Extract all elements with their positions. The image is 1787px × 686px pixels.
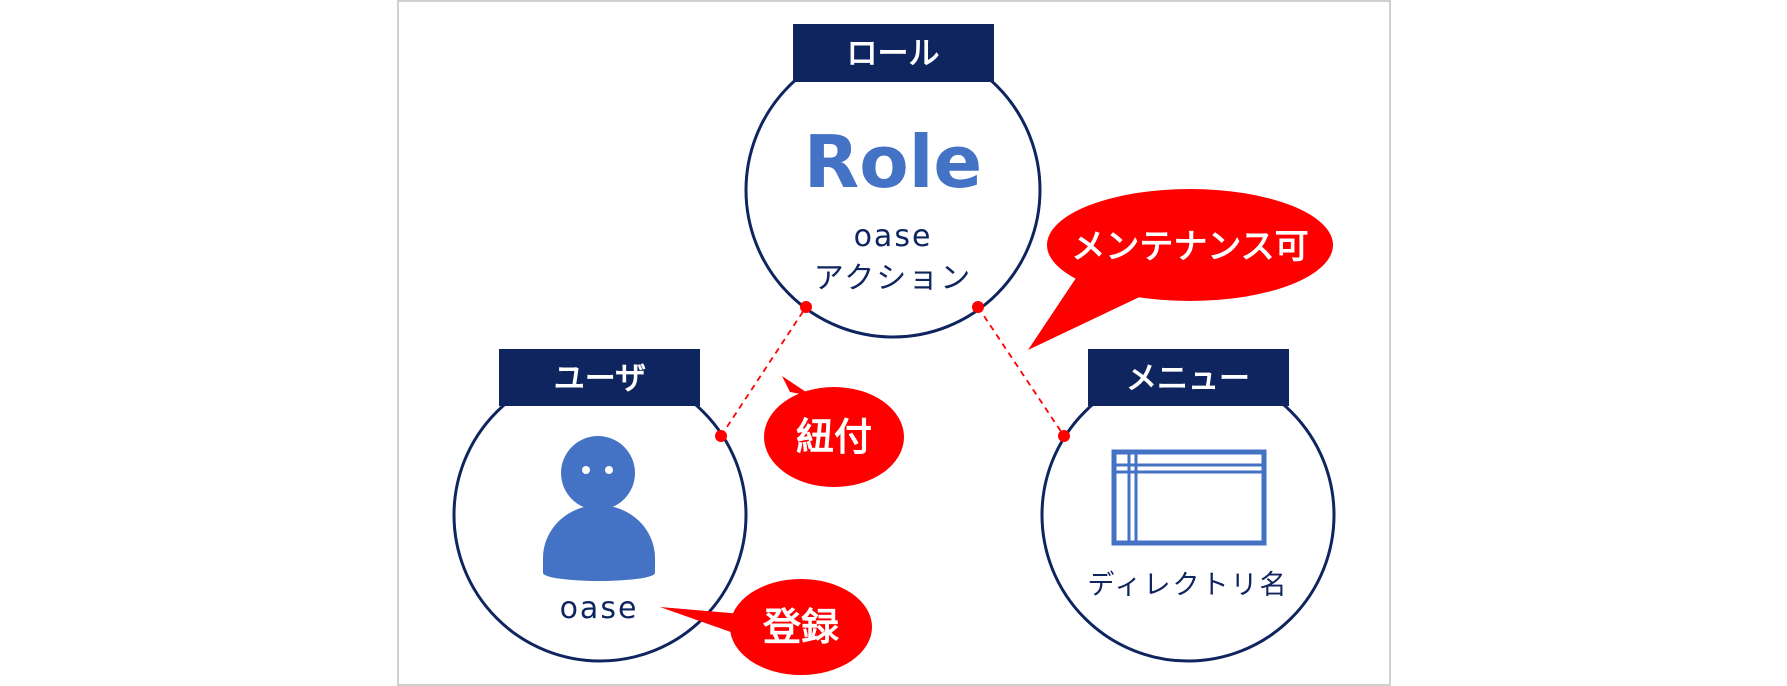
role-node[interactable]: ロール Role oase アクション <box>744 24 1042 339</box>
user-name: oase <box>560 591 639 626</box>
menu-name: ディレクトリ名 <box>1087 570 1288 601</box>
connector-user-role <box>720 306 807 437</box>
menu-header-box <box>1088 349 1289 406</box>
callout-register: 登録 <box>660 579 872 675</box>
callout-maintenance: メンテナンス可 <box>1028 189 1333 350</box>
dot-user-connector <box>715 430 727 442</box>
dot-role-right <box>972 301 984 313</box>
callout-link-text: 紐付 <box>796 415 872 459</box>
role-line-2: アクション <box>814 261 973 296</box>
callout-link: 紐付 <box>764 376 904 487</box>
role-logo-text: Role <box>804 120 982 204</box>
menu-node[interactable]: メニュー ディレクトリ名 <box>1040 349 1336 663</box>
user-header-box <box>499 349 700 406</box>
person-icon <box>543 436 655 581</box>
dot-menu-connector <box>1058 430 1070 442</box>
callout-maintenance-text: メンテナンス可 <box>1071 227 1308 267</box>
role-header-label: ロール <box>847 36 940 72</box>
callout-register-text: 登録 <box>762 605 840 649</box>
role-line-1: oase <box>854 219 933 254</box>
role-header-box <box>793 24 994 82</box>
menu-circle <box>1040 367 1336 663</box>
user-header-label: ユーザ <box>554 361 646 397</box>
dot-role-left <box>800 301 812 313</box>
menu-header-label: メニュー <box>1126 361 1250 397</box>
connector-role-menu <box>977 306 1065 437</box>
window-icon <box>1111 449 1267 546</box>
user-node[interactable]: ユーザ oase <box>452 349 748 663</box>
